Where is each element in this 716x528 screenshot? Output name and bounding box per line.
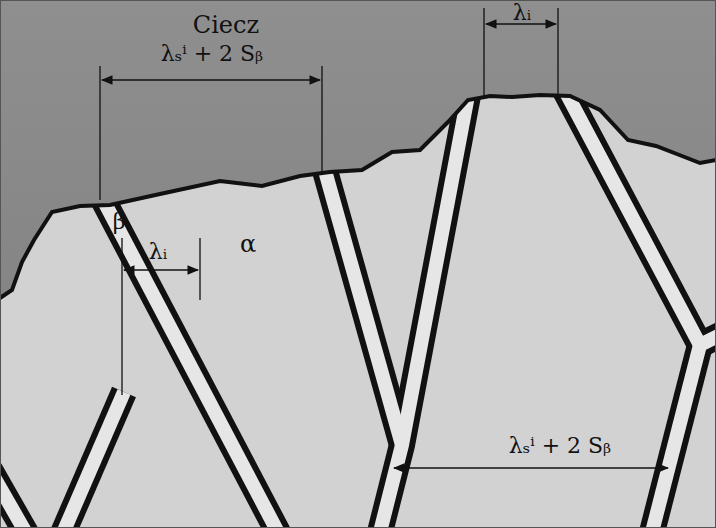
dimension-lines: [100, 8, 668, 468]
phase-label: β: [113, 211, 126, 233]
dimension-label: λₛⁱ + 2 Sᵦ: [509, 435, 611, 457]
beta-lamellae: [0, 85, 716, 528]
region-label: Ciecz: [193, 13, 259, 37]
solid-liquid-interface: [0, 95, 716, 298]
dimension-label: λᵢ: [149, 241, 167, 263]
dimension-label: λₛⁱ + 2 Sᵦ: [161, 43, 263, 65]
dimension-label: λᵢ: [513, 2, 531, 24]
phase-label: α: [240, 232, 256, 256]
